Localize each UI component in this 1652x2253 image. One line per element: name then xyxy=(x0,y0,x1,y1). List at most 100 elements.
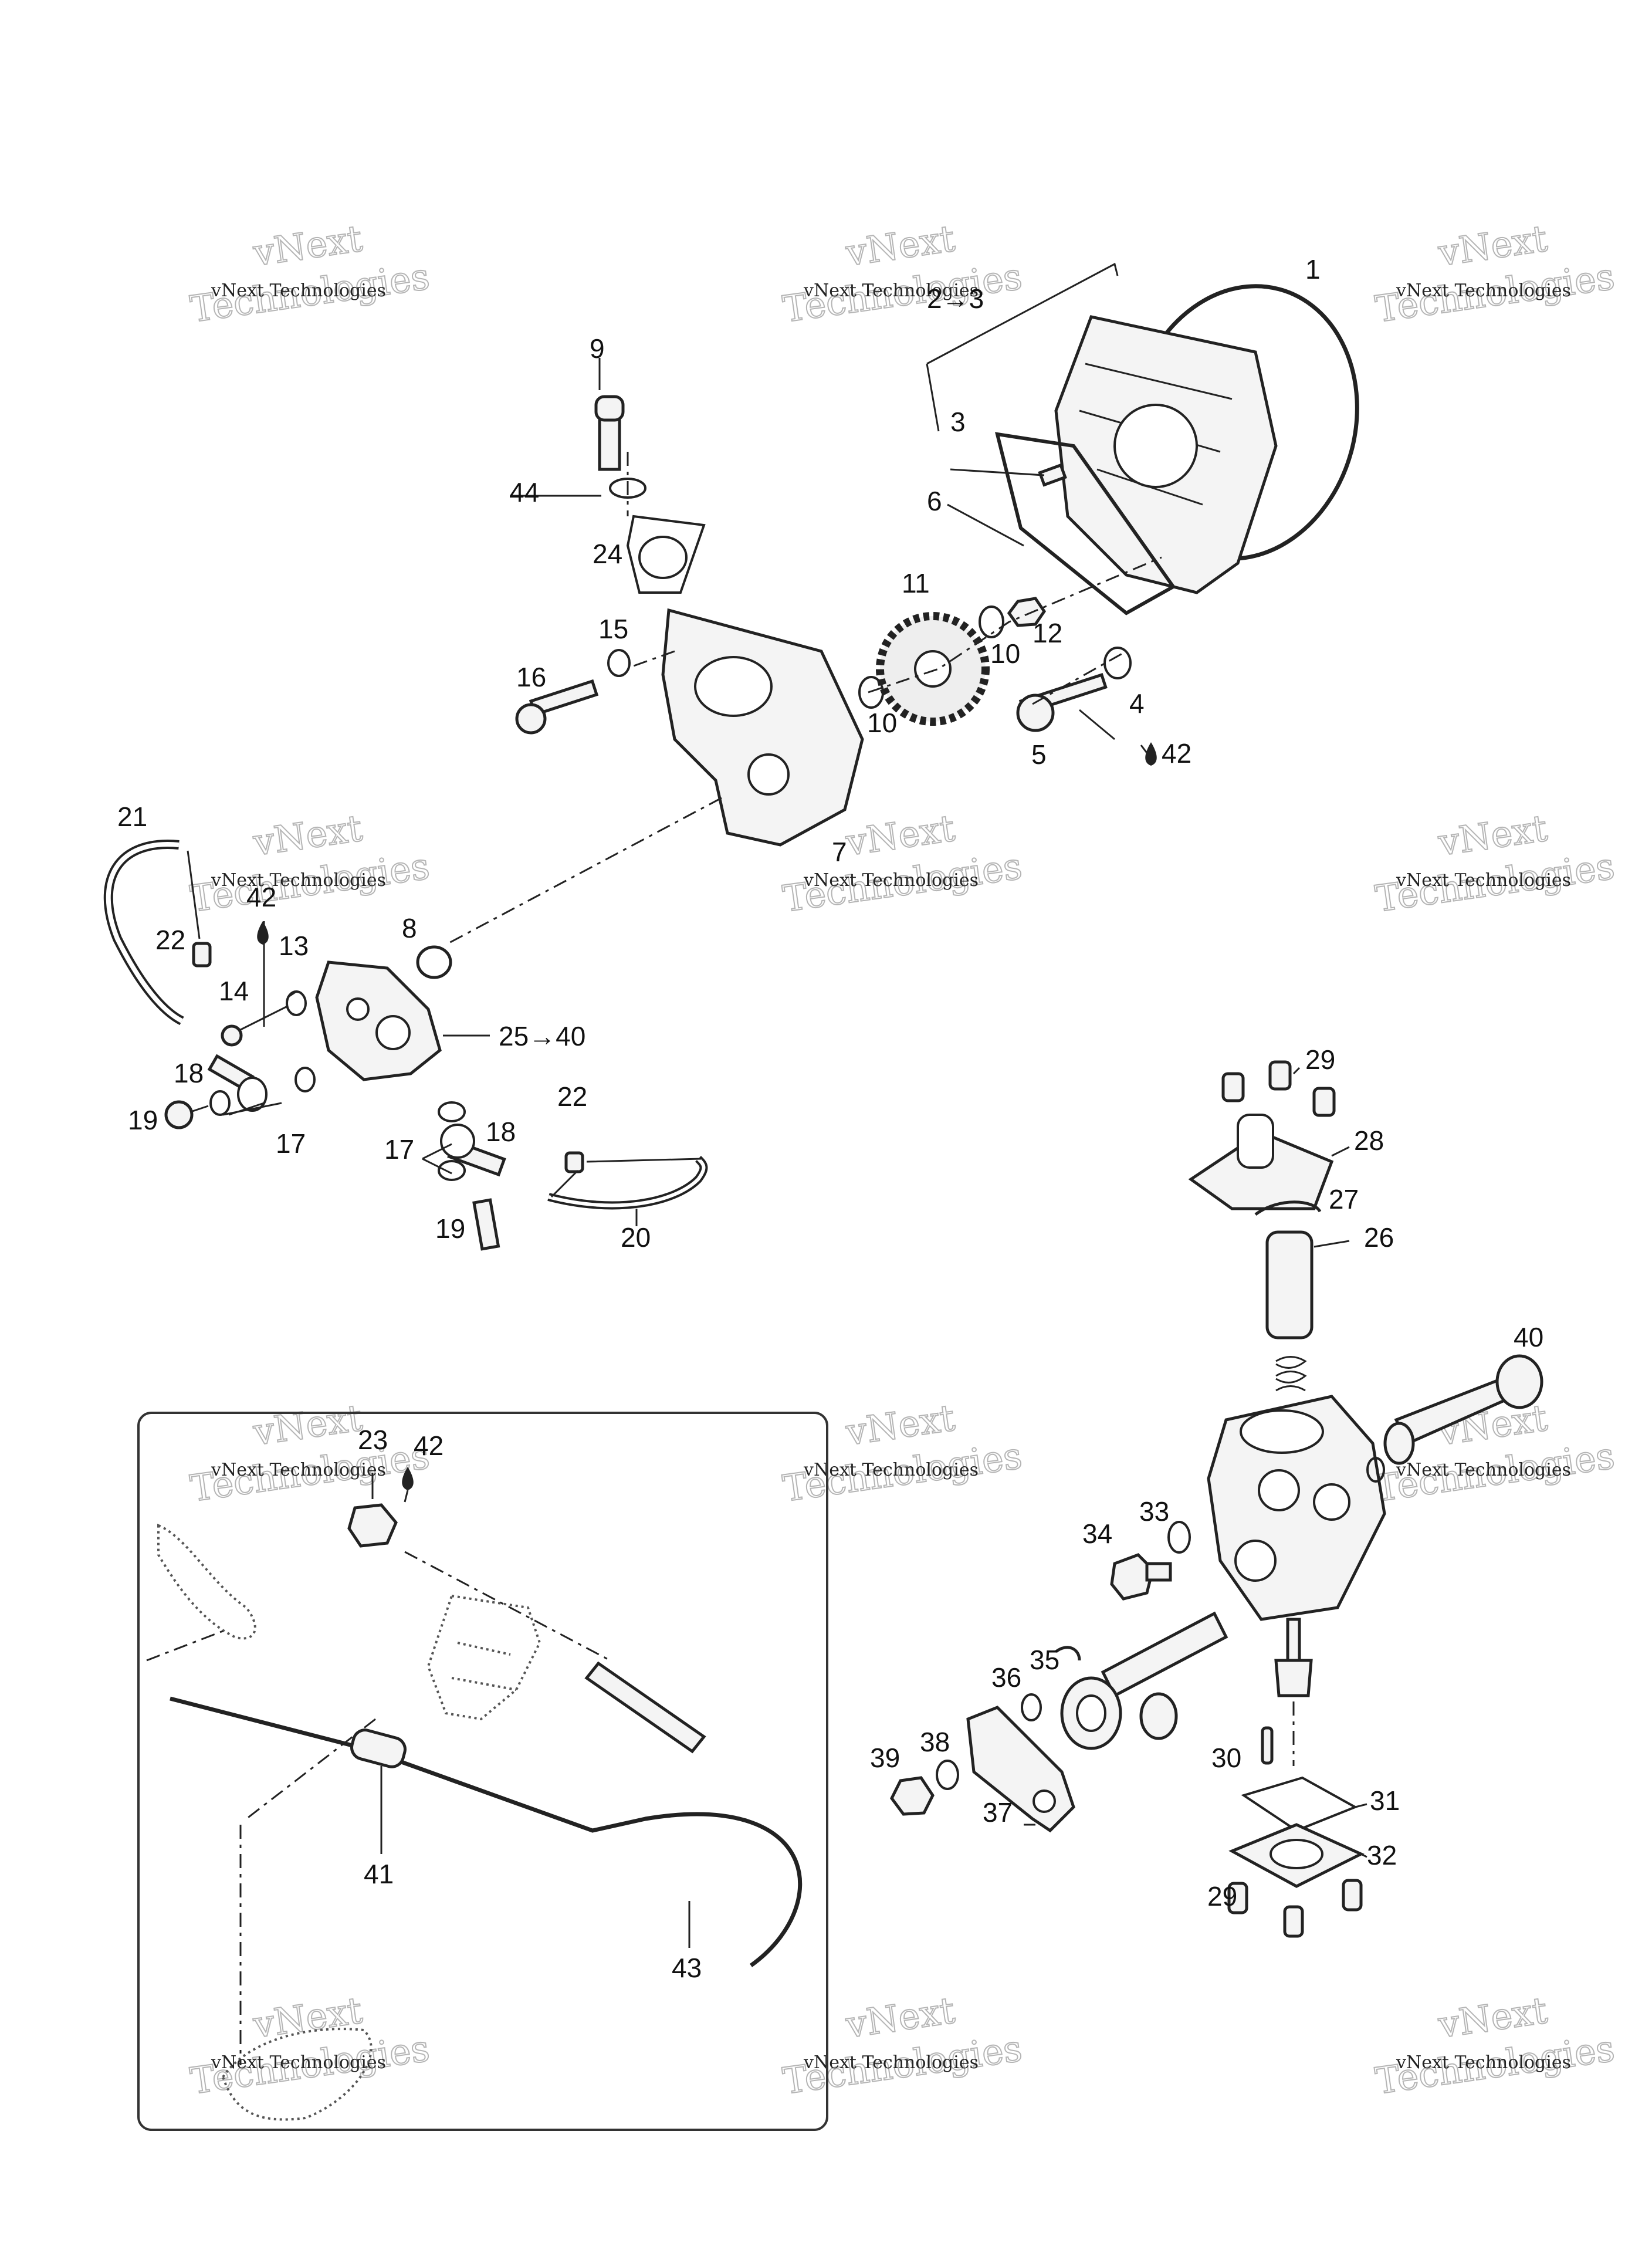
callout-9: 9 xyxy=(590,333,605,364)
washer-36 xyxy=(1021,1693,1042,1721)
callout-31: 31 xyxy=(1370,1785,1400,1816)
callout-6: 6 xyxy=(927,486,942,516)
pump-body-7 xyxy=(661,608,864,847)
sealant-drop-icon xyxy=(1145,742,1157,766)
hose-20-inner xyxy=(548,1157,706,1207)
callout-29: 29 xyxy=(1207,1881,1237,1912)
washer-17 xyxy=(438,1160,466,1181)
axis-line xyxy=(445,452,1162,946)
callout-33: 33 xyxy=(1139,1496,1169,1527)
callout-7: 7 xyxy=(832,837,847,867)
callout-3: 3 xyxy=(950,407,966,437)
callout-2-3: 2→3 xyxy=(927,283,984,314)
callout-39: 39 xyxy=(870,1743,900,1773)
callout-19: 19 xyxy=(435,1213,465,1244)
callout-8: 8 xyxy=(402,913,417,943)
watermark: Technologies vNext vNext Technologies xyxy=(187,1988,432,2103)
valve-housing-port xyxy=(1313,1483,1350,1521)
valve-housing-port xyxy=(1234,1540,1277,1582)
screw-29 xyxy=(1221,1072,1245,1102)
washer-17 xyxy=(294,1067,316,1092)
watermark-text: vNext Technologies xyxy=(1396,870,1571,891)
cover-28-boss xyxy=(1237,1114,1274,1169)
gasket-31 xyxy=(1241,1776,1358,1832)
leader-lines xyxy=(222,921,490,1116)
bracket-2-3 xyxy=(926,262,1119,432)
leader-lines xyxy=(510,358,1151,757)
gear-11-hub xyxy=(914,650,952,688)
callout-11: 11 xyxy=(902,568,930,598)
callout-42: 42 xyxy=(1162,738,1191,769)
callout-44: 44 xyxy=(509,477,539,508)
seal xyxy=(1139,1692,1178,1740)
left-pump-assembly xyxy=(103,840,708,1251)
callout-1: 1 xyxy=(1305,254,1321,285)
oil-pump-port xyxy=(346,997,370,1021)
callout-4: 4 xyxy=(1129,688,1145,719)
clip-22 xyxy=(192,942,212,967)
bolt-19 xyxy=(472,1198,500,1251)
callout-5: 5 xyxy=(1031,739,1047,770)
washer-33 xyxy=(1167,1521,1191,1554)
callout-24: 24 xyxy=(593,539,622,569)
washer-15 xyxy=(607,649,631,677)
cable-clamp-41 xyxy=(350,1728,407,1768)
watermark: Technologies vNext vNext Technologies xyxy=(780,216,1025,331)
callout-17: 17 xyxy=(384,1134,414,1165)
washer-17 xyxy=(209,1090,231,1116)
watermark-text: vNext Technologies xyxy=(1396,1460,1571,1480)
leader-26 xyxy=(1314,1240,1350,1248)
watermark: Technologies vNext vNext Technologies xyxy=(187,216,432,331)
callout-34: 34 xyxy=(1082,1518,1112,1549)
valve-housing-port xyxy=(1258,1469,1300,1511)
callout-25-40: 25→40 xyxy=(499,1021,585,1051)
callout-13: 13 xyxy=(279,931,309,961)
watermark-text: vNext Technologies xyxy=(211,2052,386,2073)
cable-end-fitting xyxy=(584,1661,706,1754)
callout-18: 18 xyxy=(174,1058,204,1088)
watermark-text: vNext Technologies xyxy=(803,870,979,891)
callout-30: 30 xyxy=(1211,1743,1241,1773)
clip-35 xyxy=(1055,1646,1081,1661)
nut-39 xyxy=(890,1776,935,1816)
drive-shaft xyxy=(1286,1618,1301,1662)
callout-32: 32 xyxy=(1367,1840,1397,1870)
callout-22: 22 xyxy=(155,925,185,955)
dowel-pin-3 xyxy=(1038,463,1067,487)
drive-gear xyxy=(1274,1659,1313,1697)
callout-28: 28 xyxy=(1354,1125,1384,1156)
watermark-text: vNext Technologies xyxy=(211,1460,386,1480)
nut-23 xyxy=(347,1503,398,1548)
callout-19: 19 xyxy=(128,1105,158,1135)
callout-22: 22 xyxy=(557,1081,587,1112)
oil-pump-port xyxy=(375,1015,411,1050)
watermark-text: vNext Technologies xyxy=(803,2052,979,2073)
leader-28 xyxy=(1331,1146,1350,1157)
clip-22 xyxy=(564,1151,584,1173)
leader-17 xyxy=(422,1143,452,1175)
screw-14-head xyxy=(221,1024,243,1047)
callout-23: 23 xyxy=(358,1425,388,1455)
screw-14 xyxy=(234,1005,288,1034)
watermark-text: vNext Technologies xyxy=(803,280,979,301)
bolt-19 xyxy=(164,1100,194,1129)
callout-27: 27 xyxy=(1329,1184,1359,1215)
o-ring xyxy=(1366,1457,1385,1483)
washer-17 xyxy=(237,1077,268,1112)
leader-22 xyxy=(187,850,201,939)
pump-body-7-port xyxy=(747,753,790,796)
washer-10 xyxy=(979,605,1004,638)
lever-37-hole xyxy=(1032,1789,1056,1813)
fitting-18 xyxy=(440,1124,506,1177)
callout-21: 21 xyxy=(117,801,147,832)
leader-23 xyxy=(371,1473,409,1503)
leader-20 xyxy=(550,1158,702,1226)
clip-27 xyxy=(1254,1200,1322,1216)
leader-29 xyxy=(1292,1067,1301,1075)
axis-line xyxy=(146,1551,611,2065)
right-valve-assembly xyxy=(890,1060,1543,1938)
spool-shaft xyxy=(1101,1611,1228,1698)
sealant-drop-icon xyxy=(257,921,269,945)
watermark-text: vNext Technologies xyxy=(1396,2052,1571,2073)
callout-37: 37 xyxy=(983,1797,1013,1828)
